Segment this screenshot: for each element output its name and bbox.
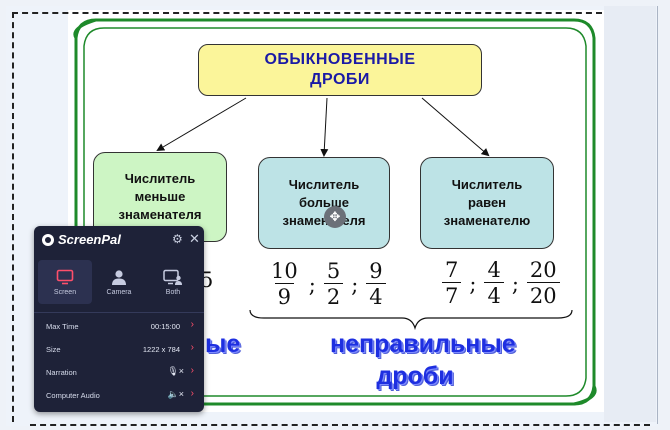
- title-box: ОБЫКНОВЕННЫЕ ДРОБИ: [198, 44, 482, 96]
- capture-mode-tabs: Screen Camera Both: [38, 260, 200, 304]
- right-margin-strip: [604, 6, 656, 422]
- screen-person-icon: [163, 269, 182, 285]
- label-improper: неправильные дроби: [330, 330, 516, 390]
- speaker-muted-icon: 🔈×: [167, 389, 184, 399]
- green-frame: [73, 18, 597, 406]
- screenpal-logo-icon: [42, 234, 54, 246]
- canvas-edge: [657, 6, 658, 424]
- mode-both[interactable]: Both: [146, 260, 200, 304]
- setting-label: Max Time: [46, 322, 79, 331]
- microphone-muted-icon: 🎙×: [167, 366, 184, 376]
- box-numerator-equal: Числитель равен знаменателю: [420, 157, 554, 249]
- mode-camera[interactable]: Camera: [92, 260, 146, 304]
- mode-screen-label: Screen: [53, 288, 77, 296]
- setting-narration[interactable]: Narration 🎙× ›: [34, 360, 204, 383]
- setting-computer-audio[interactable]: Computer Audio 🔈× ›: [34, 383, 204, 406]
- screenpal-panel: ScreenPal ⚙ ✕ Screen Camera: [34, 226, 204, 412]
- settings-list: Max Time 00:15:00 › Size 1222 x 784 › Na…: [34, 314, 204, 406]
- setting-label: Narration: [46, 368, 77, 377]
- chevron-right-icon: ›: [190, 365, 194, 376]
- screenpal-header[interactable]: ScreenPal ⚙ ✕: [34, 226, 204, 254]
- person-icon: [112, 269, 126, 285]
- mode-both-label: Both: [165, 288, 181, 296]
- setting-label: Size: [46, 345, 61, 354]
- box-numerator-less: Числитель меньше знаменателя: [93, 152, 227, 242]
- label-proper-partial: ые: [205, 330, 241, 358]
- divider: [34, 312, 204, 313]
- chevron-right-icon: ›: [190, 342, 194, 353]
- mode-screen[interactable]: Screen: [38, 260, 92, 304]
- setting-label: Computer Audio: [46, 391, 100, 400]
- mode-camera-label: Camera: [106, 288, 132, 296]
- setting-size[interactable]: Size 1222 x 784 ›: [34, 337, 204, 360]
- selection-border-bottom: [30, 424, 650, 426]
- selection-border-top: [12, 12, 602, 14]
- setting-value: 00:15:00: [150, 322, 180, 331]
- box-numerator-greater: Числитель больше знаменателя: [258, 157, 390, 249]
- setting-max-time[interactable]: Max Time 00:15:00 ›: [34, 314, 204, 337]
- screenpal-title: ScreenPal: [58, 232, 121, 247]
- setting-value: 1222 x 784: [142, 345, 180, 354]
- close-icon[interactable]: ✕: [189, 231, 200, 246]
- move-cursor-icon: ✥: [324, 206, 346, 228]
- gear-icon[interactable]: ⚙: [172, 232, 183, 246]
- chevron-right-icon: ›: [190, 388, 194, 399]
- chevron-right-icon: ›: [190, 319, 194, 330]
- screen-icon: [56, 269, 74, 284]
- selection-border-left: [12, 12, 14, 422]
